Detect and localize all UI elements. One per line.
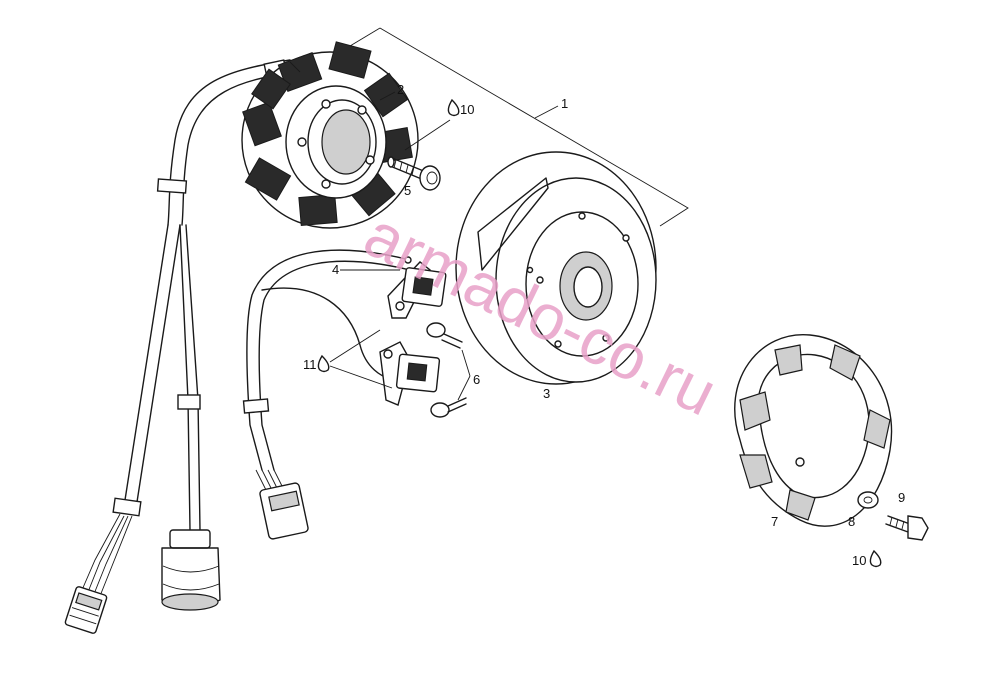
label-part-4: 4 — [332, 262, 339, 277]
label-part-8: 8 — [848, 514, 855, 529]
label-part-6: 6 — [473, 372, 480, 387]
stator-bolt — [387, 119, 451, 191]
stator-wiring-harness — [64, 59, 297, 634]
pickup-sensor-assembly — [242, 249, 447, 540]
label-part-1: 1 — [561, 96, 568, 111]
drop-icon-10b — [869, 549, 882, 568]
washer — [857, 491, 879, 509]
label-part-9: 9 — [898, 490, 905, 505]
label-part-3: 3 — [543, 386, 550, 401]
label-part-5: 5 — [404, 183, 411, 198]
leader-lines — [329, 27, 689, 401]
label-part-7: 7 — [771, 514, 778, 529]
rotor-cover-plate — [734, 334, 893, 527]
drop-icon-11 — [317, 354, 330, 373]
sensor-screws — [426, 322, 467, 418]
drop-icon-10a — [447, 98, 460, 117]
flywheel-rotor — [455, 151, 657, 385]
stator — [241, 41, 419, 229]
label-part-2: 2 — [397, 82, 404, 97]
label-part-11: 11 — [303, 357, 317, 372]
label-part-10-top: 10 — [460, 102, 474, 117]
label-part-10-bottom: 10 — [852, 553, 866, 568]
cover-bolt — [885, 515, 929, 541]
